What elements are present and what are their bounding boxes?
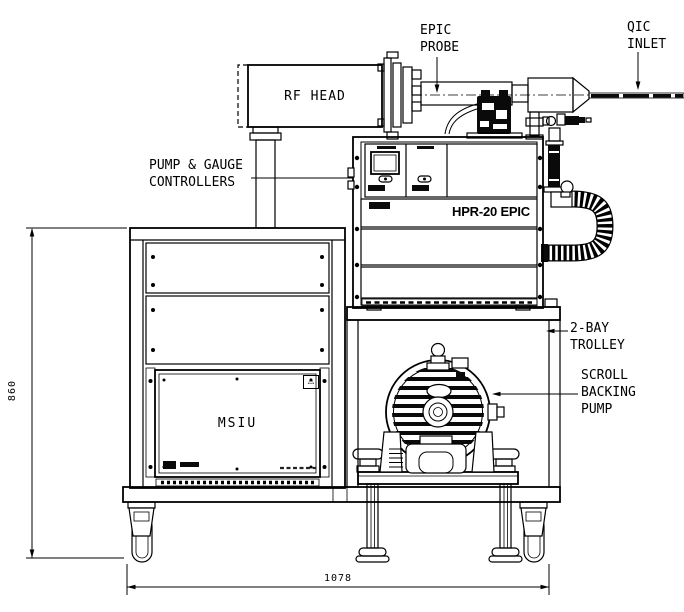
left-bay-blank-panels [145,242,330,365]
hpr20-epic-logo: HPR-20 EPIC [452,204,530,219]
controller-knob [378,175,393,183]
exhaust-hose [541,180,614,262]
qic-inlet-tube [588,92,684,99]
probe-flange [377,51,422,140]
caster-right [520,507,547,563]
controller-display [370,151,400,175]
msiu-label: MSIU [217,416,258,431]
epic-probe-label: EPIC PROBE [420,23,460,55]
warning-icon: ⚠ [303,375,319,389]
scroll-pump [379,342,505,474]
leader-lines [251,52,641,397]
msiu-logo-badge [180,462,199,467]
brand-badge [369,202,390,209]
rf-head-assembly [237,64,383,229]
equipment-rack [347,136,544,311]
rack-blank-panel [360,228,538,266]
pump-gauge-controllers-label: PUMP & GAUGE CONTROLLERS [149,158,243,190]
height-dimension: 860 [7,380,18,402]
trolley-frame [122,227,561,509]
qic-inlet-label: QIC INLET [627,20,667,52]
msiu-badge [163,461,176,469]
caster-left [128,507,155,563]
controller-module-1 [368,146,400,191]
pump-port [487,403,498,421]
width-dimension: 1078 [323,573,353,584]
pump-coil [389,448,403,468]
hpr20-panel [360,198,538,228]
two-bay-trolley-label: 2-BAY TROLLEY [570,321,625,353]
inlet-fittings [525,111,592,140]
msiu-unit [145,367,330,487]
exhaust-line [543,127,564,193]
pump-nameplate [426,383,452,399]
scroll-backing-pump-label: SCROLL BACKING PUMP [581,368,636,417]
rack-blank-panel [360,266,538,299]
controller-knob [417,175,432,183]
lifting-eye [430,342,446,358]
gas-valve-block [444,90,523,139]
dimension-lines [26,227,550,595]
rf-head-label: RF HEAD [284,88,346,104]
controller-module-2 [412,146,434,191]
